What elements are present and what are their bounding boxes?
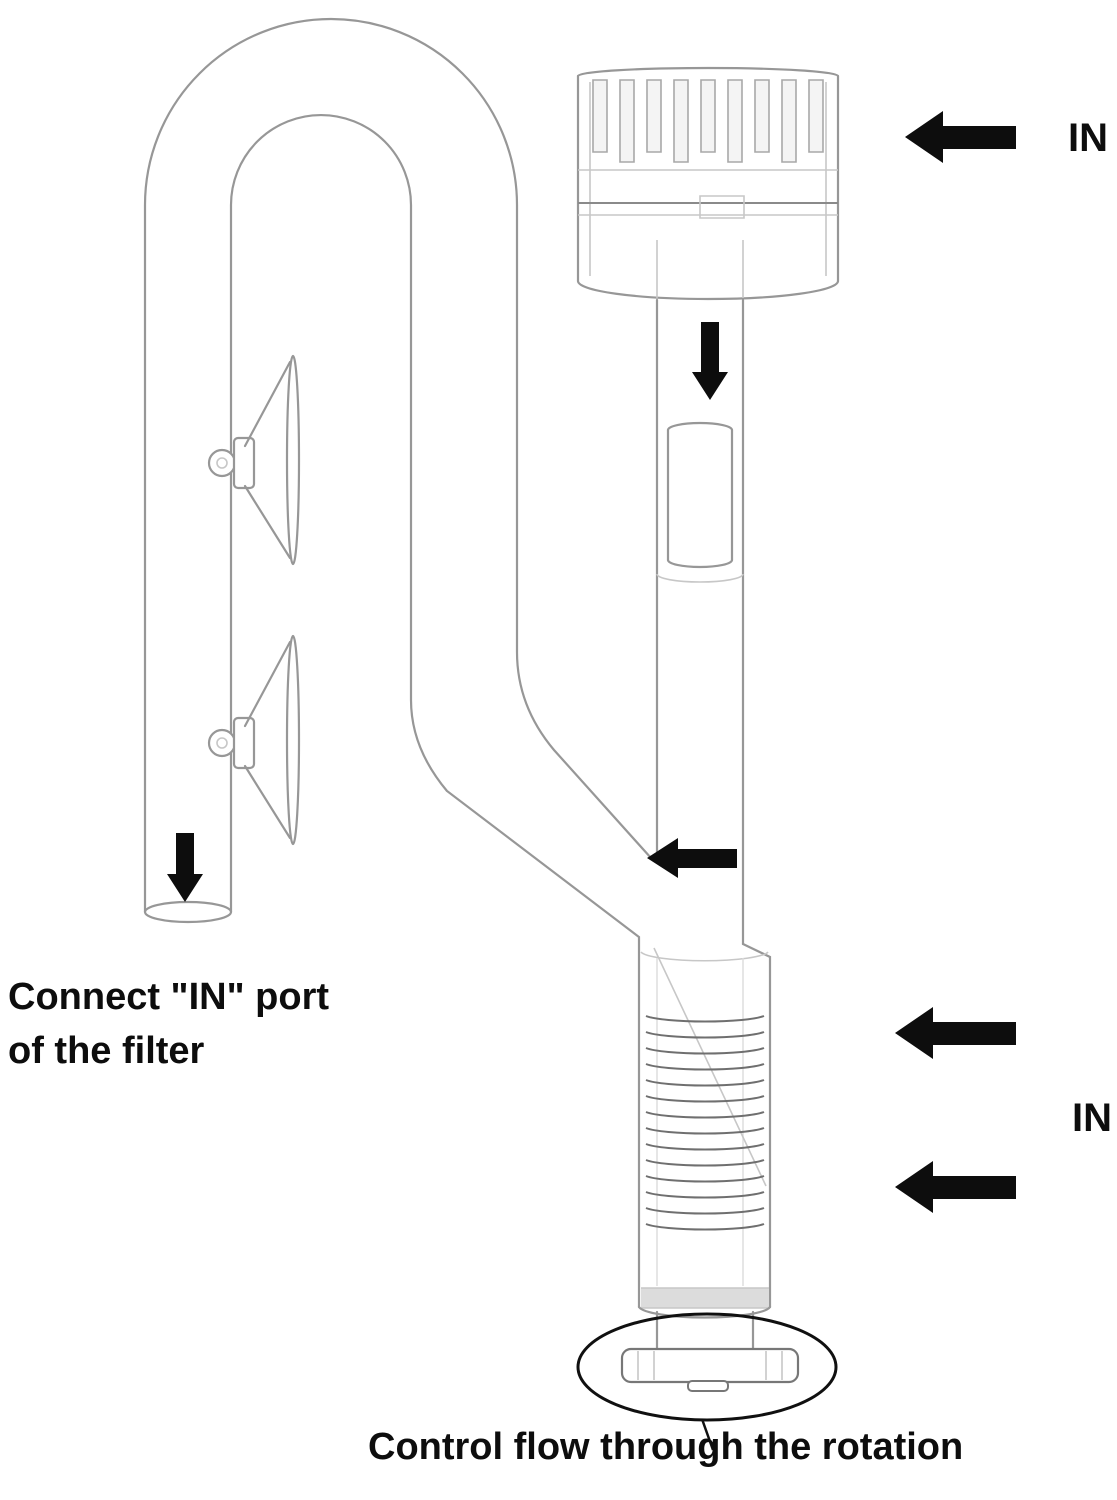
j-pipe-outer-edge (143, 17, 653, 914)
skimmer-cup (576, 66, 840, 301)
sleeve-right-flare (741, 942, 772, 1309)
spiral-cut-line (653, 947, 767, 1187)
suction-cup-lower (207, 634, 301, 846)
clamp-screw-icon (207, 448, 237, 478)
clamp-screw-center-icon (216, 457, 228, 469)
sleeve-top-rim (640, 951, 769, 962)
arrow-in-mid-icon (895, 1007, 1016, 1059)
flow-control-sleeve (620, 942, 800, 1392)
skimmer-crown-slots (592, 79, 824, 163)
tube-joint-top (666, 421, 734, 432)
suction-cone-edges (243, 360, 292, 560)
inflow-j-pipe (143, 17, 653, 1309)
annotations: IN IN Connect "IN" port of the filter Co… (8, 111, 1112, 1468)
caption-connect-port-line2: of the filter (8, 1030, 205, 1072)
j-pipe-open-end (143, 900, 233, 924)
rotation-highlight-ellipse (576, 1312, 838, 1422)
tube-joint-bottom (666, 558, 734, 569)
suction-disc (285, 634, 301, 846)
arrow-junction-left-icon (647, 838, 737, 878)
rotation-flange (620, 1347, 800, 1384)
label-in-side: IN (1072, 1096, 1112, 1140)
caption-control-flow: Control flow through the rotation (368, 1426, 963, 1468)
gasket-band (641, 1288, 769, 1308)
flange-bottom-tab (687, 1380, 729, 1392)
flange-scallop-lines (637, 1351, 783, 1380)
arrow-flow-down-icon (692, 322, 728, 400)
j-pipe-inner-edge (229, 113, 641, 1309)
cup-inner-walls (589, 82, 827, 276)
float-clip (699, 195, 745, 219)
arrow-in-top-icon (905, 111, 1016, 163)
cup-tube-stub (656, 240, 744, 298)
mount-clamp (232, 436, 256, 490)
suction-cone-edges (243, 640, 292, 840)
main-tube (655, 298, 745, 946)
suction-cup-upper (207, 354, 301, 566)
mount-clamp (232, 716, 256, 770)
cup-walls (576, 74, 840, 283)
label-in-top: IN (1068, 116, 1108, 160)
sleeve-bottom-rim (637, 1305, 772, 1319)
clamp-screw-center-icon (216, 737, 228, 749)
cup-bottom-rim (576, 279, 840, 301)
thread-ribs (645, 1015, 765, 1231)
clamp-screw-icon (207, 728, 237, 758)
caption-leader-line (700, 1418, 715, 1451)
arrow-outflow-down-icon (167, 833, 203, 902)
tube-joint-walls (666, 428, 734, 562)
gasket-band-edges (641, 1287, 769, 1309)
caption-connect-port-line1: Connect "IN" port (8, 976, 329, 1018)
cup-top-rim (576, 66, 840, 78)
suction-disc (285, 354, 301, 566)
arrow-in-lower-icon (895, 1161, 1016, 1213)
tube-joint-outer-line (656, 573, 744, 583)
inner-tube-lines (656, 958, 744, 1286)
